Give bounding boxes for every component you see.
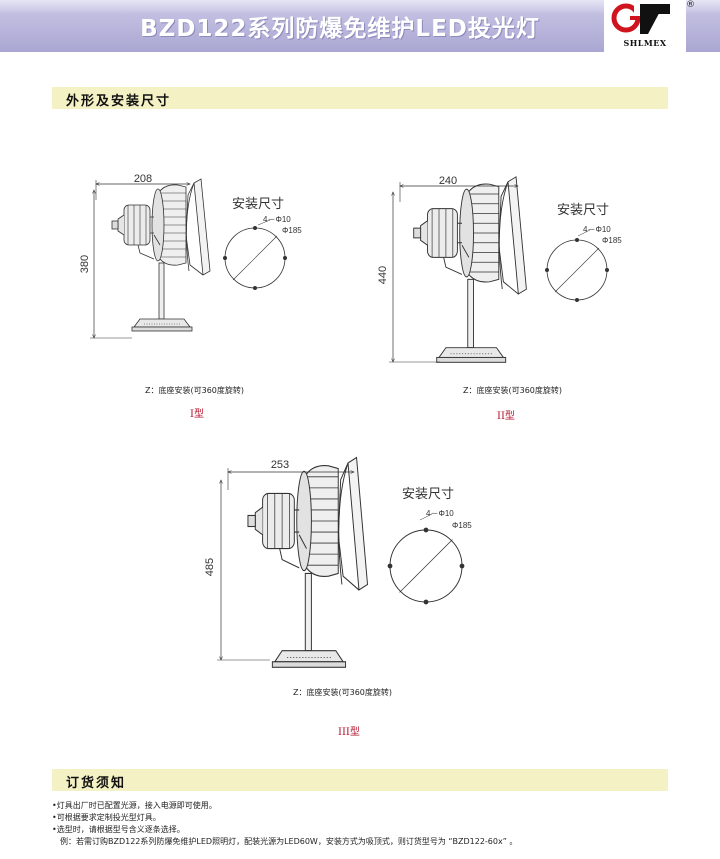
- install-title-2: 安装尺寸: [557, 202, 609, 217]
- holes-label-1: 4－Φ10: [263, 215, 291, 224]
- registered-mark: ®: [686, 0, 695, 10]
- section-bar-ordering: 订货须知: [52, 769, 668, 791]
- mount-plate-type-2: 安装尺寸 4－Φ10 Φ185: [545, 202, 622, 303]
- lamp-drawing-type-2: 240 440: [377, 175, 527, 363]
- header-band: [0, 0, 720, 52]
- lamp-drawing-type-3: 253 485: [204, 456, 369, 668]
- lamp-drawing-type-1: 208 380: [79, 173, 211, 338]
- note-item: •选型时，请根据型号含义逐条选择。: [52, 825, 185, 834]
- ordering-notes: •灯具出厂时已配置光源，接入电源即可使用。 •可根据要求定制投光型灯具。 •选型…: [52, 800, 672, 848]
- page-title: BZD122系列防爆免维护LED投光灯: [140, 16, 540, 42]
- install-title-3: 安装尺寸: [402, 486, 454, 501]
- width-dimension-1: 208: [134, 173, 152, 185]
- mount-plate-type-3: 安装尺寸 4－Φ10 Φ185: [387, 486, 472, 605]
- height-dimension-1: 380: [79, 255, 91, 273]
- diameter-label-3: Φ185: [452, 521, 472, 530]
- holes-label-3: 4－Φ10: [426, 509, 454, 518]
- section-title-ordering: 订货须知: [66, 776, 127, 791]
- type-label-1: I型: [190, 409, 204, 420]
- height-dimension-2: 440: [377, 266, 389, 284]
- note-item: •可根据要求定制投光型灯具。: [52, 813, 161, 822]
- logo-mark-icon: [611, 3, 670, 34]
- caption-type-1: Z：底座安装(可360度旋转): [145, 386, 244, 395]
- width-dimension-2: 240: [439, 175, 457, 187]
- note-item: •灯具出厂时已配置光源，接入电源即可使用。: [52, 801, 217, 810]
- type-label-2: II型: [497, 411, 515, 422]
- caption-type-3: Z：底座安装(可360度旋转): [293, 688, 392, 697]
- section-title-dimensions: 外形及安装尺寸: [66, 94, 172, 109]
- install-title-1: 安装尺寸: [232, 196, 284, 211]
- diameter-label-2: Φ185: [602, 236, 622, 245]
- mount-plate-type-1: 安装尺寸 4－Φ10 Φ185: [222, 196, 302, 291]
- section-bar-dimensions: 外形及安装尺寸: [52, 87, 668, 109]
- logo-word: SHLMEX: [623, 38, 667, 48]
- width-dimension-3: 253: [271, 459, 289, 471]
- note-item: 例：若需订购BZD122系列防爆免维护LED照明灯，配装光源为LED60W，安装…: [52, 837, 518, 846]
- caption-type-2: Z：底座安装(可360度旋转): [463, 386, 562, 395]
- holes-label-2: 4－Φ10: [583, 225, 611, 234]
- diameter-label-1: Φ185: [282, 226, 302, 235]
- type-label-3: III型: [338, 727, 360, 738]
- dimension-drawings: 208 380 安装尺寸 4－Φ10 Φ185 240 440 安装尺寸 4－Φ…: [79, 173, 622, 668]
- header-highlight: [0, 0, 720, 14]
- height-dimension-3: 485: [204, 558, 216, 576]
- logo: [604, 0, 686, 52]
